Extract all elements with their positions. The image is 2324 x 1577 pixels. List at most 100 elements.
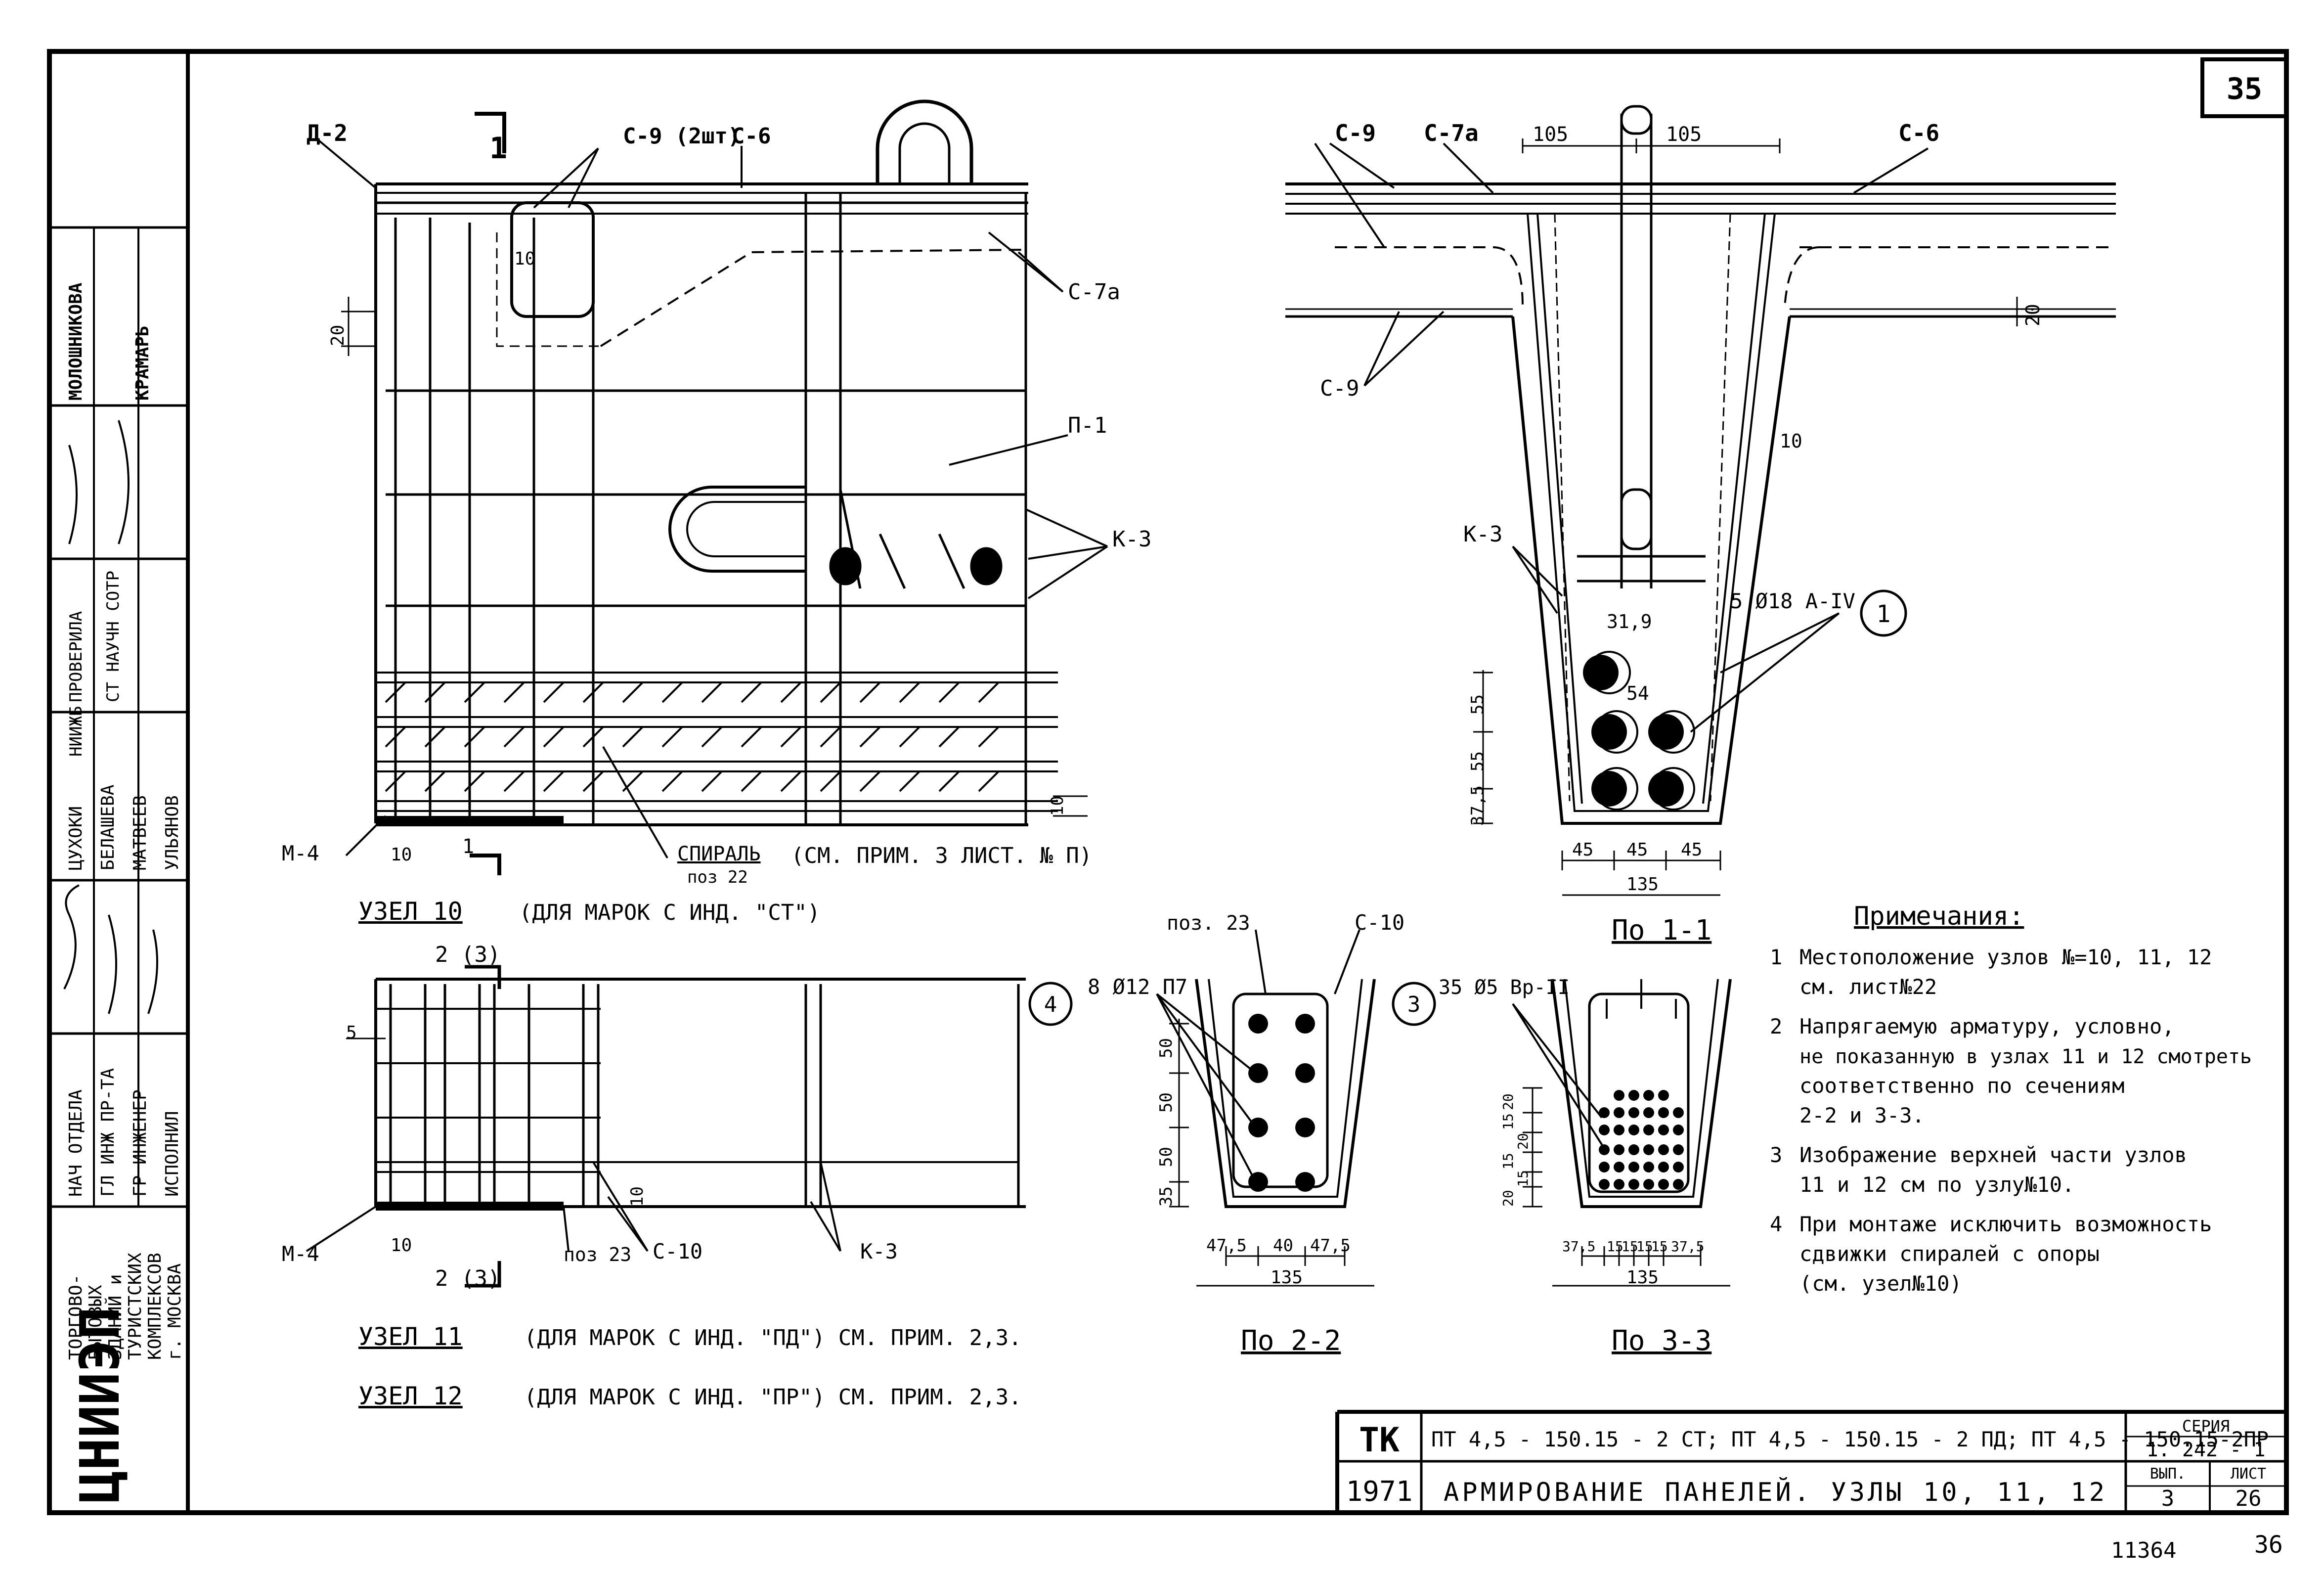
s22-callout-circle — [1028, 982, 1073, 1026]
note-1-line-1: см. лист№22 — [1799, 975, 1937, 999]
s33-dim-bottom-1: 15 — [1607, 1238, 1623, 1255]
u10-title: УЗЕЛ 10 — [358, 897, 463, 926]
u10-section-mark: 1 — [489, 131, 507, 166]
footer-page: 36 — [2254, 1531, 2283, 1559]
org-name: ЦНИИЭП — [68, 1307, 132, 1503]
s33-wire-grid — [1599, 1090, 1684, 1190]
s11-label-c7a: С-7а — [1424, 120, 1479, 146]
notes-block: Примечания: 1 Местоположение узлов №=10,… — [1770, 901, 2252, 1296]
s11-dim-bottom-1: 45 — [1626, 840, 1648, 860]
s11-dim-bottom-0: 45 — [1572, 840, 1593, 860]
s22-label-poz23: поз. 23 — [1167, 912, 1250, 935]
extra-name-0: МОЛОШНИКОВА — [66, 282, 86, 401]
side-stamp: ЦНИИЭП ТОРГОВО- БЫТОВЫХ ЗДАНИЙ и ТУРИСТС… — [49, 226, 188, 1503]
u10-spiral-note: (СМ. ПРИМ. 3 ЛИСТ. № П) — [791, 843, 1092, 868]
note-2-line-0: Напрягаемую арматуру, условно, — [1799, 1014, 2175, 1038]
note-4-line-0: При монтаже исключить возможность — [1799, 1212, 2212, 1236]
note-2-num: 2 — [1770, 1014, 1782, 1038]
u11-dim-10: 10 — [391, 1235, 412, 1256]
s22-dim-left-3: 35 — [1156, 1186, 1176, 1207]
role-2: ГР ИНЖЕНЕР — [130, 1089, 150, 1197]
page-number: 35 — [2227, 72, 2262, 106]
u10-label-c9: С-9 (2шт) — [623, 124, 741, 149]
note-4-line-1: сдвижки спиралей с опоры — [1799, 1242, 2100, 1266]
s22-total-width: 135 — [1271, 1267, 1303, 1288]
org-desc-0: ТОРГОВО- — [66, 1274, 86, 1360]
u10-dim-10b: 10 — [514, 249, 535, 269]
footer-number: 11364 — [2111, 1538, 2176, 1563]
u10-dim-10c: 10 — [1048, 796, 1067, 816]
org-desc-3: ТУРИСТСКИХ — [125, 1253, 145, 1360]
tb-title: АРМИРОВАНИЕ ПАНЕЛЕЙ. УЗЛЫ 10, 11, 12 — [1444, 1477, 2107, 1507]
u11-title: УЗЕЛ 11 — [358, 1322, 463, 1351]
extra-name-1: КРАМАРЬ — [132, 325, 153, 401]
s22-callout: 4 — [1044, 992, 1057, 1017]
s11-title: По 1-1 — [1612, 914, 1711, 946]
tb-series-label: СЕРИЯ — [2182, 1417, 2230, 1436]
s22-title: По 2-2 — [1241, 1325, 1341, 1357]
s33-dim-left-3: 15 — [1500, 1153, 1516, 1170]
section-2-2-drawing — [1028, 929, 1376, 1287]
title-block: ТК 1971 ПТ 4,5 - 150.15 - 2 СТ; ПТ 4,5 -… — [1335, 1410, 2286, 1513]
s22-dim-left-1: 50 — [1156, 1092, 1176, 1113]
s22-dim-bottom-2: 47,5 — [1310, 1236, 1351, 1256]
s11-dim-left-2: 37,5 — [1468, 785, 1488, 826]
u10-label-k3: К-3 — [1112, 527, 1151, 552]
role-1: ГЛ ИНЖ ПР-ТА — [98, 1068, 118, 1197]
s33-dim-bottom-5: 37,5 — [1671, 1238, 1704, 1255]
s33-dim-bottom-0: 37,5 — [1562, 1238, 1595, 1255]
s11-dim-left-1: 55 — [1468, 751, 1488, 771]
s33-dim-bottom-2: 15 — [1622, 1238, 1638, 1255]
org-desc-2: ЗДАНИЙ и — [105, 1274, 126, 1360]
org-desc-5: г. МОСКВА — [165, 1263, 185, 1360]
check-1: СТ НАУЧН СОТР — [103, 571, 123, 702]
s22-dim-left-0: 50 — [1156, 1038, 1176, 1058]
s11-label-c9: С-9 — [1335, 120, 1376, 146]
s33-dim-bottom-4: 15 — [1651, 1238, 1668, 1255]
s33-dim-bottom-3: 15 — [1636, 1238, 1653, 1255]
s33-dim-left-0: 20 — [1500, 1093, 1516, 1110]
notes-title: Примечания: — [1854, 901, 2024, 931]
u10-label-p1: П-1 — [1068, 413, 1107, 438]
u12-title: УЗЕЛ 12 — [358, 1382, 463, 1410]
note-1-line-0: Местоположение узлов №=10, 11, 12 — [1799, 945, 2212, 969]
u10-label-m4: М-4 — [282, 841, 319, 865]
u11-dim-5: 5 — [346, 1023, 357, 1043]
uzel-11-drawing — [306, 965, 1026, 1288]
u10-cut-bottom: 1 — [462, 835, 474, 858]
u11-cut-top: 2 (3) — [435, 942, 500, 967]
u10-subtitle: (ДЛЯ МАРОК С ИНД. "СТ") — [519, 900, 820, 925]
u10-label-d2: Д-2 — [307, 120, 348, 146]
check-2: НИИЖБ — [66, 706, 86, 757]
note-4-line-2: (см. узел№10) — [1799, 1271, 1962, 1296]
s11-total-width: 135 — [1626, 874, 1659, 895]
u11-label-poz23: поз 23 — [564, 1244, 631, 1265]
tb-sheet-label: ЛИСТ — [2231, 1465, 2266, 1483]
uzel-10-drawing — [315, 99, 1108, 875]
note-4-num: 4 — [1770, 1212, 1782, 1236]
tb-sheet-value: 26 — [2236, 1486, 2262, 1511]
tb-code: ТК — [1359, 1421, 1400, 1460]
s11-rebar: 5 Ø18 А-IV — [1730, 589, 1855, 613]
u12-subtitle: (ДЛЯ МАРОК С ИНД. "ПР") СМ. ПРИМ. 2,3. — [524, 1385, 1022, 1410]
u11-label-c10: С-10 — [653, 1239, 702, 1263]
s11-dim-319: 31,9 — [1607, 611, 1652, 632]
u10-dim-20: 20 — [328, 325, 348, 346]
s11-dim-bottom-2: 45 — [1681, 840, 1702, 860]
s11-label-c6: С-6 — [1898, 120, 1939, 146]
u10-label-c7a: С-7а — [1068, 279, 1120, 305]
s11-label-c9b: С-9 — [1320, 376, 1359, 401]
s11-dim-105a: 105 — [1533, 123, 1568, 146]
s11-label-k3: К-3 — [1463, 522, 1502, 547]
s33-dim-left-5: 20 — [1500, 1190, 1516, 1207]
tb-issue-value: 3 — [2161, 1486, 2175, 1511]
s33-dim-left-1: 15 — [1500, 1113, 1516, 1130]
s33-title: По 3-3 — [1612, 1325, 1711, 1357]
name-1: БЕЛАШЕВА — [98, 784, 118, 870]
s11-dim-20: 20 — [2022, 304, 2044, 326]
page-number-box — [2200, 57, 2288, 118]
u11-label-k3: К-3 — [860, 1239, 898, 1263]
s11-dim-54: 54 — [1626, 682, 1649, 704]
u11-subtitle: (ДЛЯ МАРОК С ИНД. "ПД") СМ. ПРИМ. 2,3. — [524, 1325, 1022, 1351]
